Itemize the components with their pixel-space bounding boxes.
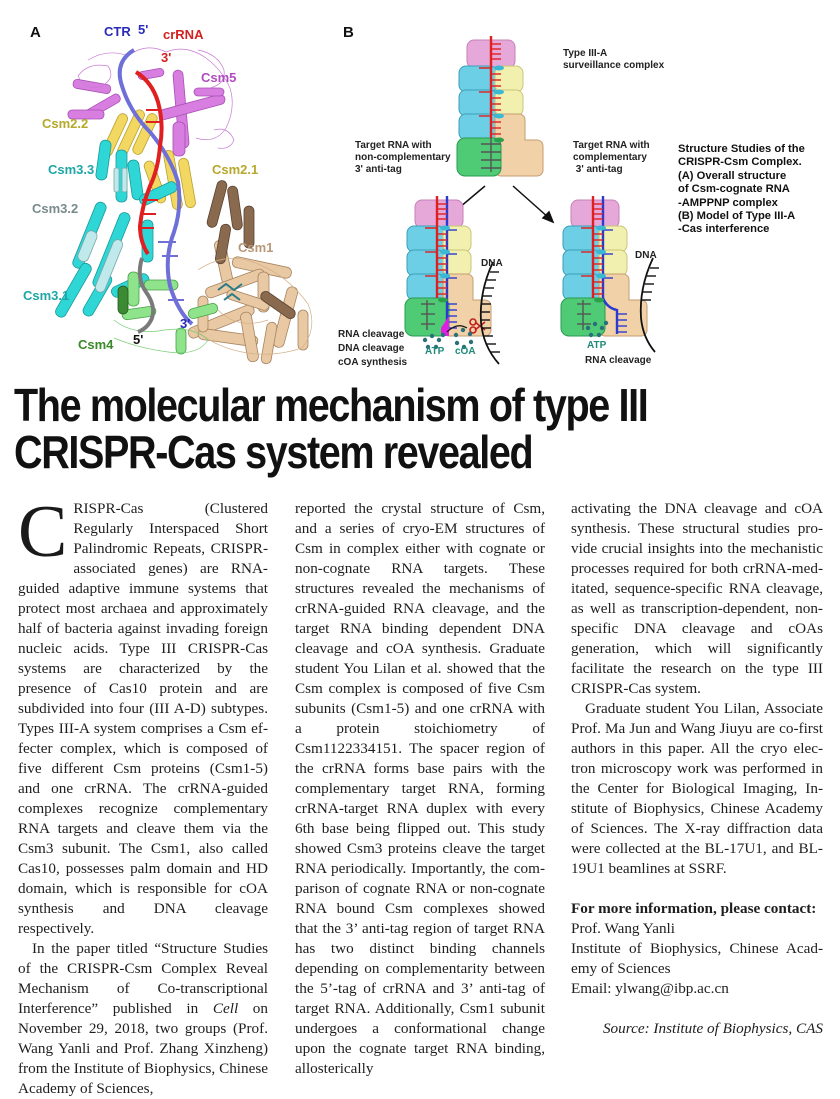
coa-ring	[453, 327, 474, 350]
panel-b: B	[335, 10, 670, 370]
atp-label-right: ATP	[587, 340, 607, 351]
five-prime-label-bottom: 5'	[133, 332, 144, 347]
caption-line: Structure Studies of the	[678, 143, 805, 155]
csm3-3-label: Csm3.3	[48, 162, 95, 177]
csm1-subunit	[187, 239, 309, 365]
csm3-2-label: Csm3.2	[32, 201, 79, 216]
journal-name: Cell	[212, 1000, 239, 1017]
contact-name: Prof. Wang Yanli	[571, 920, 675, 937]
csm5-subunit	[67, 68, 226, 157]
csm4-label: Csm4	[78, 337, 114, 352]
csm5-label: Csm5	[201, 70, 237, 85]
ctr-label: CTR	[104, 24, 131, 39]
caption-line: (A) Overall structure	[678, 169, 787, 182]
outcome-dna-cleavage: DNA cleavage	[338, 343, 405, 354]
left-outcomes: RNA cleavage DNA cleavage cOA synthesis	[338, 328, 407, 370]
crrna-label: crRNA	[163, 27, 204, 42]
panel-a: A	[18, 10, 328, 370]
three-prime-label-top: 3'	[161, 50, 172, 65]
contact-heading: For more information, please contact:	[571, 900, 817, 917]
surveillance-complex	[456, 36, 544, 177]
caption-line: of Csm-cognate RNA	[678, 183, 790, 196]
caption-line: CRISPR-Csm Complex.	[678, 156, 802, 169]
panel-b-label: B	[343, 24, 354, 41]
dna-label-right: DNA	[635, 250, 657, 261]
caption-line: -AMPPNP complex	[678, 196, 778, 209]
right-condition-label: Target RNA with complementary 3' anti-ta…	[573, 140, 650, 176]
contact-email[interactable]: Email: ylwang@ibp.ac.cn	[571, 980, 729, 997]
headline-line-2: CRISPR-Cas system revealed	[14, 426, 534, 478]
five-prime-label-top: 5'	[138, 22, 149, 37]
paragraph-findings: reported the crystal structure of Csm, a…	[295, 500, 545, 1077]
ampppnp-ligand	[217, 282, 243, 301]
csm2-2-label: Csm2.2	[42, 116, 89, 131]
right-condition-line: 3' anti-tag	[573, 164, 623, 175]
caption-line: -Cas interference	[678, 223, 770, 236]
contact-institution-2: emy of Sciences	[571, 960, 671, 977]
dna-strand-right	[639, 257, 659, 353]
surveillance-label-line: Type III-A	[563, 48, 608, 59]
crrna-5-prime-handle	[137, 257, 156, 334]
outcome-coa-synthesis: cOA synthesis	[338, 357, 408, 368]
conversion-arrow	[446, 325, 468, 333]
figure: A	[0, 0, 840, 372]
coa-label: cOA	[455, 346, 476, 357]
atp-molecules-left	[422, 332, 446, 350]
scissors-icon	[469, 318, 486, 334]
outcome-rna-cleavage: RNA cleavage	[338, 329, 405, 340]
article-column-2: reported the crystal structure of Csm, a…	[295, 499, 545, 1079]
right-complex-complementary	[560, 196, 648, 337]
right-condition-line: complementary	[573, 152, 647, 163]
drop-cap: C	[18, 491, 68, 573]
csm1-label: Csm1	[238, 240, 274, 255]
dna-strand-left	[479, 261, 500, 365]
paragraph-publication: In the paper titled “Structure Studies o…	[18, 939, 268, 1099]
surveillance-complex-label: Type III-A surveillance complex	[563, 48, 664, 72]
atp-label-left: ATP	[425, 346, 445, 357]
csm2-1-label: Csm2.1	[212, 162, 259, 177]
three-prime-label-bottom: 3'	[180, 316, 191, 331]
headline-line-1: The molecular mechanism of type III	[14, 379, 649, 431]
left-condition-line: 3' anti-tag	[355, 164, 402, 175]
surveillance-label-line: surveillance complex	[563, 60, 665, 71]
atp-molecules-right	[585, 320, 609, 338]
publication-text: In the paper titled “Structure Studies o…	[18, 940, 268, 1017]
csm4-subunit	[121, 271, 219, 355]
contact-institution-1: Institute of Biophysics, Chinese Acad-	[571, 940, 823, 957]
left-condition-line: Target RNA with	[355, 140, 432, 151]
left-complex-non-complementary	[404, 196, 492, 337]
left-condition-label: Target RNA with non-complementary 3' ant…	[355, 140, 451, 176]
csm-structure-illustration	[55, 47, 313, 365]
paragraph-intro-text: RISPR-Cas (Clustered Regularly Interspac…	[18, 500, 268, 937]
right-condition-line: Target RNA with	[573, 140, 650, 151]
left-condition-line: non-complementary	[355, 152, 451, 163]
paragraph-findings-cont: activating the DNA cleavage and cOA synt…	[571, 500, 823, 697]
csm3-2-subunit	[77, 167, 128, 293]
panel-a-label: A	[30, 24, 41, 41]
source-credit: Source: Institute of Biophysics, CAS	[602, 1020, 823, 1037]
headline: The molecular mechanism of type III CRIS…	[14, 382, 719, 476]
paragraph-authors: Graduate student You Lilan, Associate Pr…	[571, 700, 823, 877]
dna-label-left: DNA	[481, 258, 503, 269]
right-outcome: RNA cleavage	[585, 355, 652, 366]
interference-model-diagram	[404, 36, 659, 365]
target-rna-strand	[117, 48, 194, 326]
caption-line: (B) Model of Type III-A	[678, 210, 796, 223]
csm1-dark-helices	[206, 180, 296, 320]
figure-caption: Structure Studies of the CRISPR-Csm Comp…	[678, 143, 838, 237]
csm3-1-label: Csm3.1	[23, 288, 70, 303]
article-column-3: activating the DNA cleavage and cOA synt…	[571, 499, 823, 1039]
